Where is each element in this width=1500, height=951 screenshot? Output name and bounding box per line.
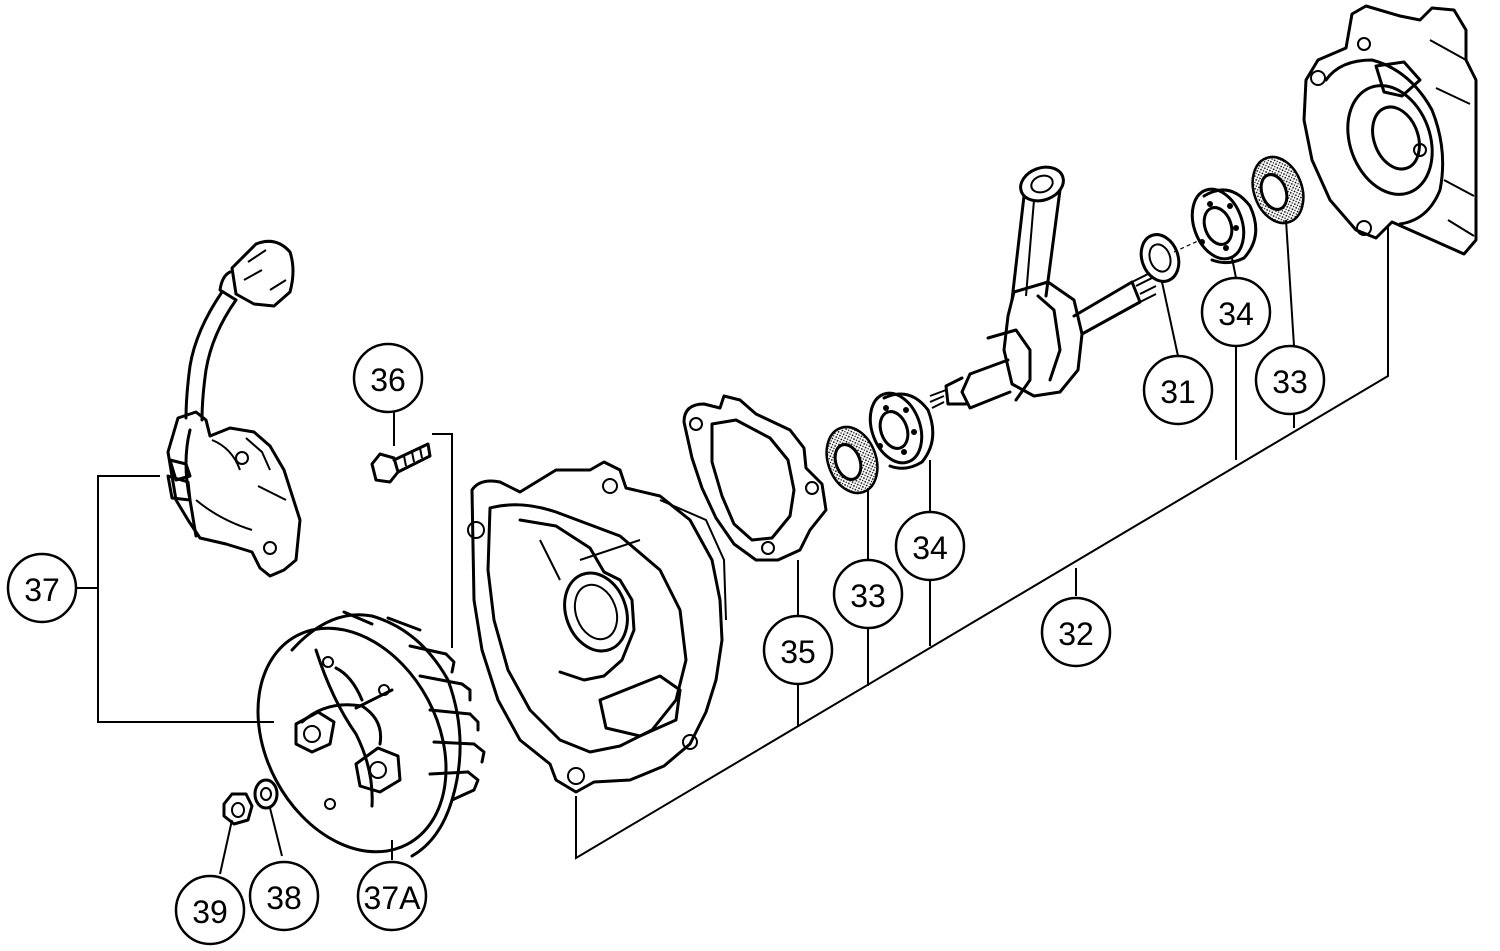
oil-seal-left	[825, 425, 879, 495]
callout-36-label: 36	[370, 362, 406, 398]
callout-36: 36	[352, 342, 424, 414]
callout-39: 39	[174, 874, 246, 946]
callout-38-label: 38	[266, 880, 302, 916]
callout-37-label: 37	[24, 572, 60, 608]
callout-33-right: 33	[1254, 344, 1326, 416]
callout-33-left: 33	[832, 558, 904, 630]
screw	[370, 442, 432, 484]
crankcase-gasket	[682, 394, 828, 562]
ignition-coil	[166, 239, 302, 578]
callout-34-left: 34	[894, 510, 966, 582]
callout-33-right-label: 33	[1272, 364, 1308, 400]
oil-seal-right	[1251, 155, 1305, 225]
bearing-left	[868, 391, 935, 470]
callout-35-label: 35	[780, 634, 816, 670]
flywheel-nut	[222, 792, 254, 826]
flywheel	[256, 610, 486, 858]
callout-31: 31	[1142, 354, 1214, 426]
callout-33-left-label: 33	[850, 578, 886, 614]
bearing-right	[1190, 187, 1258, 265]
crankcase-left-half	[467, 460, 727, 794]
thrust-washer	[1139, 233, 1181, 283]
callout-39-label: 39	[192, 894, 228, 930]
leader-lines	[76, 219, 1389, 875]
callout-37: 37	[6, 552, 78, 624]
callout-34-right-label: 34	[1218, 296, 1254, 332]
crankshaft	[929, 165, 1157, 410]
callout-37a-label: 37A	[364, 880, 422, 916]
callout-34-right: 34	[1200, 276, 1272, 348]
flywheel-washer	[253, 778, 279, 810]
callout-38: 38	[248, 860, 320, 932]
callout-32-label: 32	[1058, 616, 1094, 652]
crankcase-right-half	[1302, 4, 1478, 256]
callout-34-left-label: 34	[912, 530, 948, 566]
callout-31-label: 31	[1160, 374, 1196, 410]
callout-37a: 37A	[356, 860, 428, 932]
callout-35: 35	[762, 614, 834, 686]
callout-32: 32	[1040, 596, 1112, 668]
